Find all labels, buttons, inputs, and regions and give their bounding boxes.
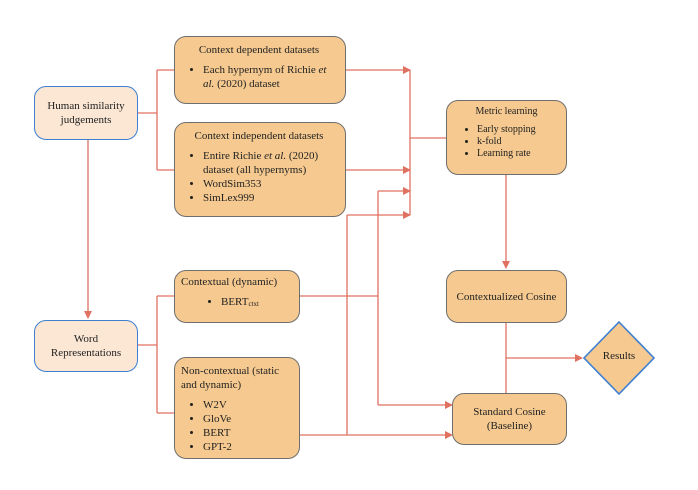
context-dependent-node: Context dependent datasets Each hypernym… [174,36,346,104]
word-representations-line1: Word [73,333,99,345]
context-dependent-item: Each hypernym of Richie et al. (2020) da… [203,63,337,91]
noncontextual-item-glove: GloVe [203,412,293,426]
human-similarity-line1: Human similarity [47,100,125,112]
metric-item-kfold: k-fold [477,136,560,148]
connector-word-branch [138,295,174,414]
contextual-title: Contextual (dynamic) [181,276,278,288]
contextual-node: Contextual (dynamic) BERTctxt [174,270,300,323]
word-representations-line2: Representations [50,347,122,359]
noncontextual-item-w2v: W2V [203,398,293,412]
results-diamond [582,320,656,396]
metric-learning-node: Metric learning Early stopping k-fold Le… [446,100,567,175]
context-independent-title: Context independent datasets [194,130,324,142]
noncontextual-item-bert: BERT [203,426,293,440]
connector-human-branch [138,69,174,171]
contextualized-cosine-label: Contextualized Cosine [456,290,557,303]
contextualized-cosine-node: Contextualized Cosine [446,270,567,323]
standard-cosine-line1: Standard Cosine [473,406,546,418]
standard-cosine-line2: (Baseline) [486,420,533,432]
context-dependent-title: Context dependent datasets [198,44,320,56]
context-independent-item-richie: Entire Richie et al. (2020) dataset (all… [203,149,337,177]
noncontextual-item-gpt2: GPT-2 [203,440,293,454]
metric-learning-title: Metric learning [475,106,538,117]
contextual-item-bert: BERTctxt [221,295,293,311]
noncontextual-title: Non-contextual (static and dynamic) [181,365,280,391]
context-independent-item-simlex: SimLex999 [203,191,337,205]
metric-item-learning-rate: Learning rate [477,148,560,160]
results-label: Results [602,350,636,362]
context-independent-item-wordsim: WordSim353 [203,177,337,191]
noncontextual-node: Non-contextual (static and dynamic) W2V … [174,357,300,459]
standard-cosine-node: Standard Cosine (Baseline) [452,393,567,445]
context-independent-node: Context independent datasets Entire Rich… [174,122,346,217]
word-representations-node: Word Representations [34,320,138,372]
metric-item-early-stopping: Early stopping [477,124,560,136]
human-similarity-node: Human similarity judgements [34,86,138,140]
human-similarity-line2: judgements [60,114,112,126]
